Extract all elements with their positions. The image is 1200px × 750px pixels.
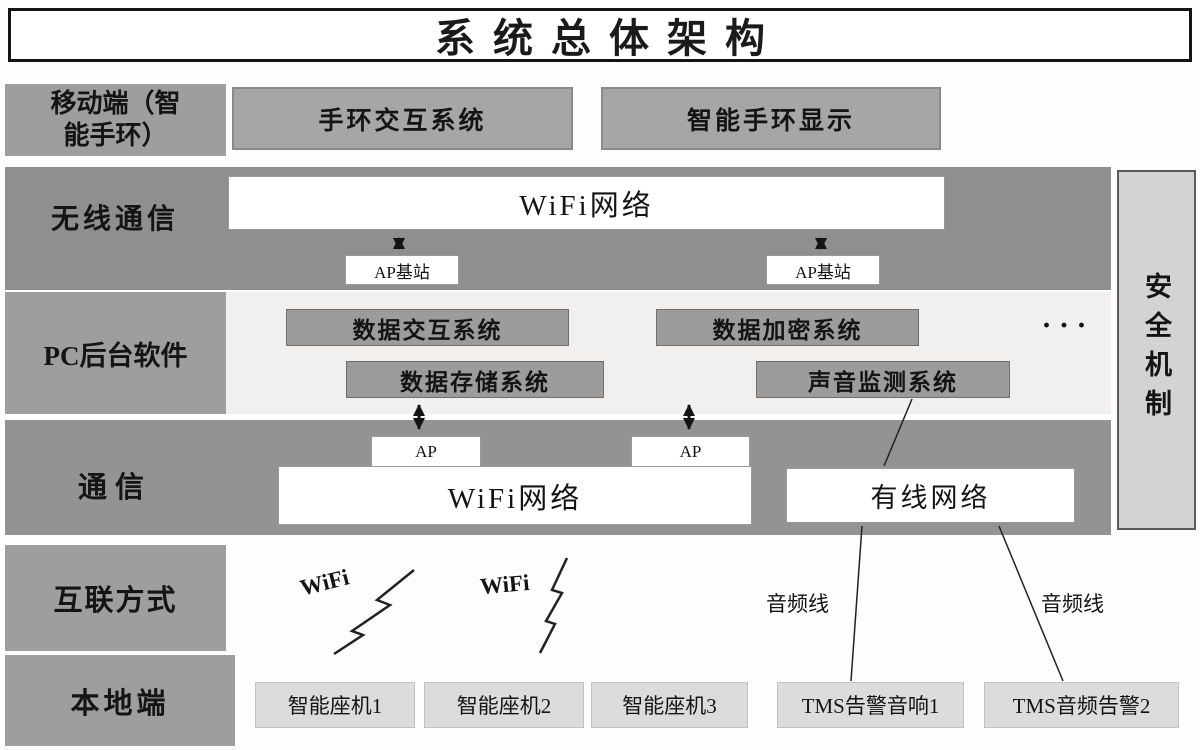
ellipsis-more: · · · [1041, 309, 1087, 342]
box-smart-phone-3: 智能座机3 [591, 682, 748, 728]
box-tms-audio-alarm-2: TMS音频告警2 [984, 682, 1179, 728]
box-ap-right: AP [631, 436, 750, 467]
line-wired-tms-1 [850, 525, 863, 682]
box-data-encryption: 数据加密系统 [656, 309, 919, 346]
label-audio-line-right: 音频线 [1041, 592, 1104, 616]
box-data-interaction: 数据交互系统 [286, 309, 569, 346]
page-title: 系统总体架构 [8, 8, 1192, 62]
box-security-mechanism: 安全机制 [1117, 170, 1196, 530]
box-wifi-network-bottom: WiFi网络 [278, 466, 752, 525]
box-sound-monitor: 声音监测系统 [756, 361, 1010, 398]
box-smart-phone-1: 智能座机1 [255, 682, 415, 728]
row-label-comm: 通信 [77, 472, 152, 504]
box-ap-station-left: AP基站 [345, 255, 459, 285]
row-label-local: 本地端 [5, 655, 235, 746]
box-smart-phone-2: 智能座机2 [424, 682, 584, 728]
box-ap-left: AP [371, 436, 481, 467]
box-wired-network: 有线网络 [786, 468, 1075, 523]
label-audio-line-left: 音频线 [766, 592, 829, 616]
label-wifi-right: WiFi [478, 569, 531, 600]
box-bracelet-interaction: 手环交互系统 [232, 87, 573, 150]
wifi-lightning-icon-right [538, 557, 569, 654]
box-bracelet-display: 智能手环显示 [601, 87, 941, 150]
row-label-interconnect: 互联方式 [5, 545, 226, 651]
row-label-pc: PC后台软件 [5, 292, 226, 414]
row-label-mobile-text: 移动端（智能手环） [50, 88, 181, 151]
box-wifi-network-top: WiFi网络 [228, 176, 945, 230]
row-label-wireless: 无线通信 [50, 204, 179, 235]
box-tms-alarm-speaker-1: TMS告警音响1 [777, 682, 964, 728]
box-data-storage: 数据存储系统 [346, 361, 604, 398]
box-ap-station-right: AP基站 [766, 255, 880, 285]
row-label-mobile: 移动端（智能手环） [5, 84, 226, 156]
label-wifi-left: WiFi [297, 564, 352, 601]
